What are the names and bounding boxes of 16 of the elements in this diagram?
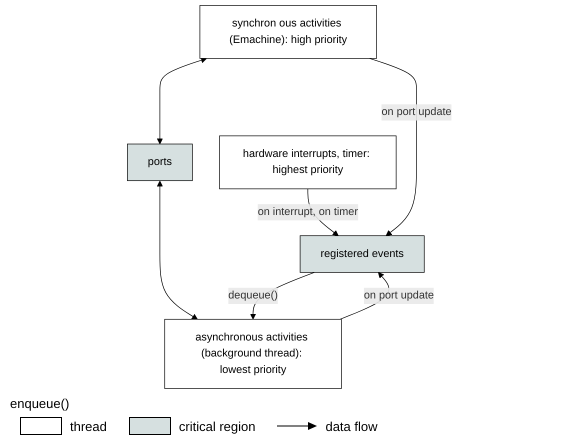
edge-label: dequeue(): [228, 290, 278, 302]
edge-label: on port update: [381, 106, 452, 118]
arrow: [156, 180, 198, 320]
arrow: [156, 57, 207, 144]
node-box: ports: [127, 144, 193, 182]
edge-label: on interrupt, on timer: [258, 206, 358, 218]
node-box: registered events: [300, 235, 425, 273]
edge-label: on port update: [364, 290, 434, 302]
node-box: hardware interrupts, timer: highest priority: [219, 136, 396, 190]
node-box: asynchronous activities (background thread): lowest priority: [164, 318, 342, 389]
legend-label: data flow: [325, 418, 378, 434]
legend-label: critical region: [178, 418, 256, 434]
legend-label: thread: [70, 418, 107, 434]
node-box: synchron ous activities (Emachine): high priority: [200, 5, 377, 59]
note-text: enqueue(): [10, 396, 70, 411]
arrow: [369, 58, 417, 236]
